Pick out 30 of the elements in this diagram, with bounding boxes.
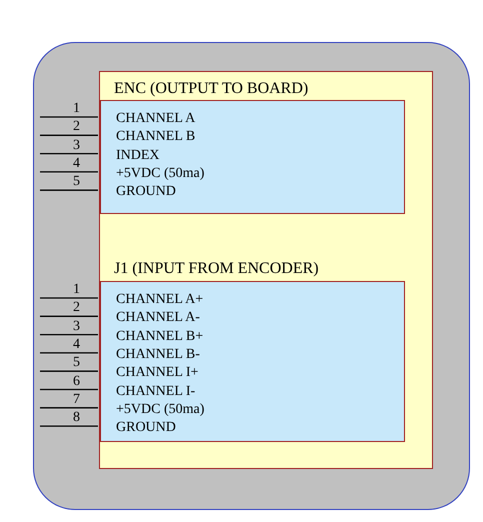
board-outline xyxy=(33,42,470,510)
pin-name: CHANNEL A xyxy=(116,111,196,127)
pin-number: 5 xyxy=(73,174,80,190)
pin-name: CHANNEL B+ xyxy=(116,328,204,345)
connector-heading: ENC (OUTPUT TO BOARD) xyxy=(114,81,308,97)
pin-name: GROUND xyxy=(116,184,176,200)
pin-number: 3 xyxy=(73,138,80,154)
connector-heading: J1 (INPUT FROM ENCODER) xyxy=(114,261,319,277)
pin-number: 7 xyxy=(73,392,80,408)
pin-name: +5VDC (50ma) xyxy=(116,166,204,182)
pin-number: 1 xyxy=(73,282,80,298)
pin-number: 3 xyxy=(73,318,80,335)
board-panel xyxy=(99,71,433,469)
pin-number: 2 xyxy=(73,300,80,316)
pin-name: +5VDC (50ma) xyxy=(116,402,204,418)
pin-name: CHANNEL B- xyxy=(116,346,200,363)
pin-name: INDEX xyxy=(116,148,160,164)
pin-name: CHANNEL B xyxy=(116,129,196,146)
pin-number: 6 xyxy=(73,374,80,390)
pin-name: CHANNEL A+ xyxy=(116,292,204,308)
pin-number: 4 xyxy=(73,336,80,353)
pin-name: CHANNEL I- xyxy=(116,384,196,400)
pin-number: 1 xyxy=(73,101,80,117)
pin-number: 5 xyxy=(73,355,80,372)
pin-number: 4 xyxy=(73,156,80,172)
pin-name: CHANNEL A- xyxy=(116,310,200,326)
pin-name: GROUND xyxy=(116,420,176,436)
pin-number: 2 xyxy=(73,119,80,136)
pin-name: CHANNEL I+ xyxy=(116,365,198,382)
pin-number: 8 xyxy=(73,410,80,426)
